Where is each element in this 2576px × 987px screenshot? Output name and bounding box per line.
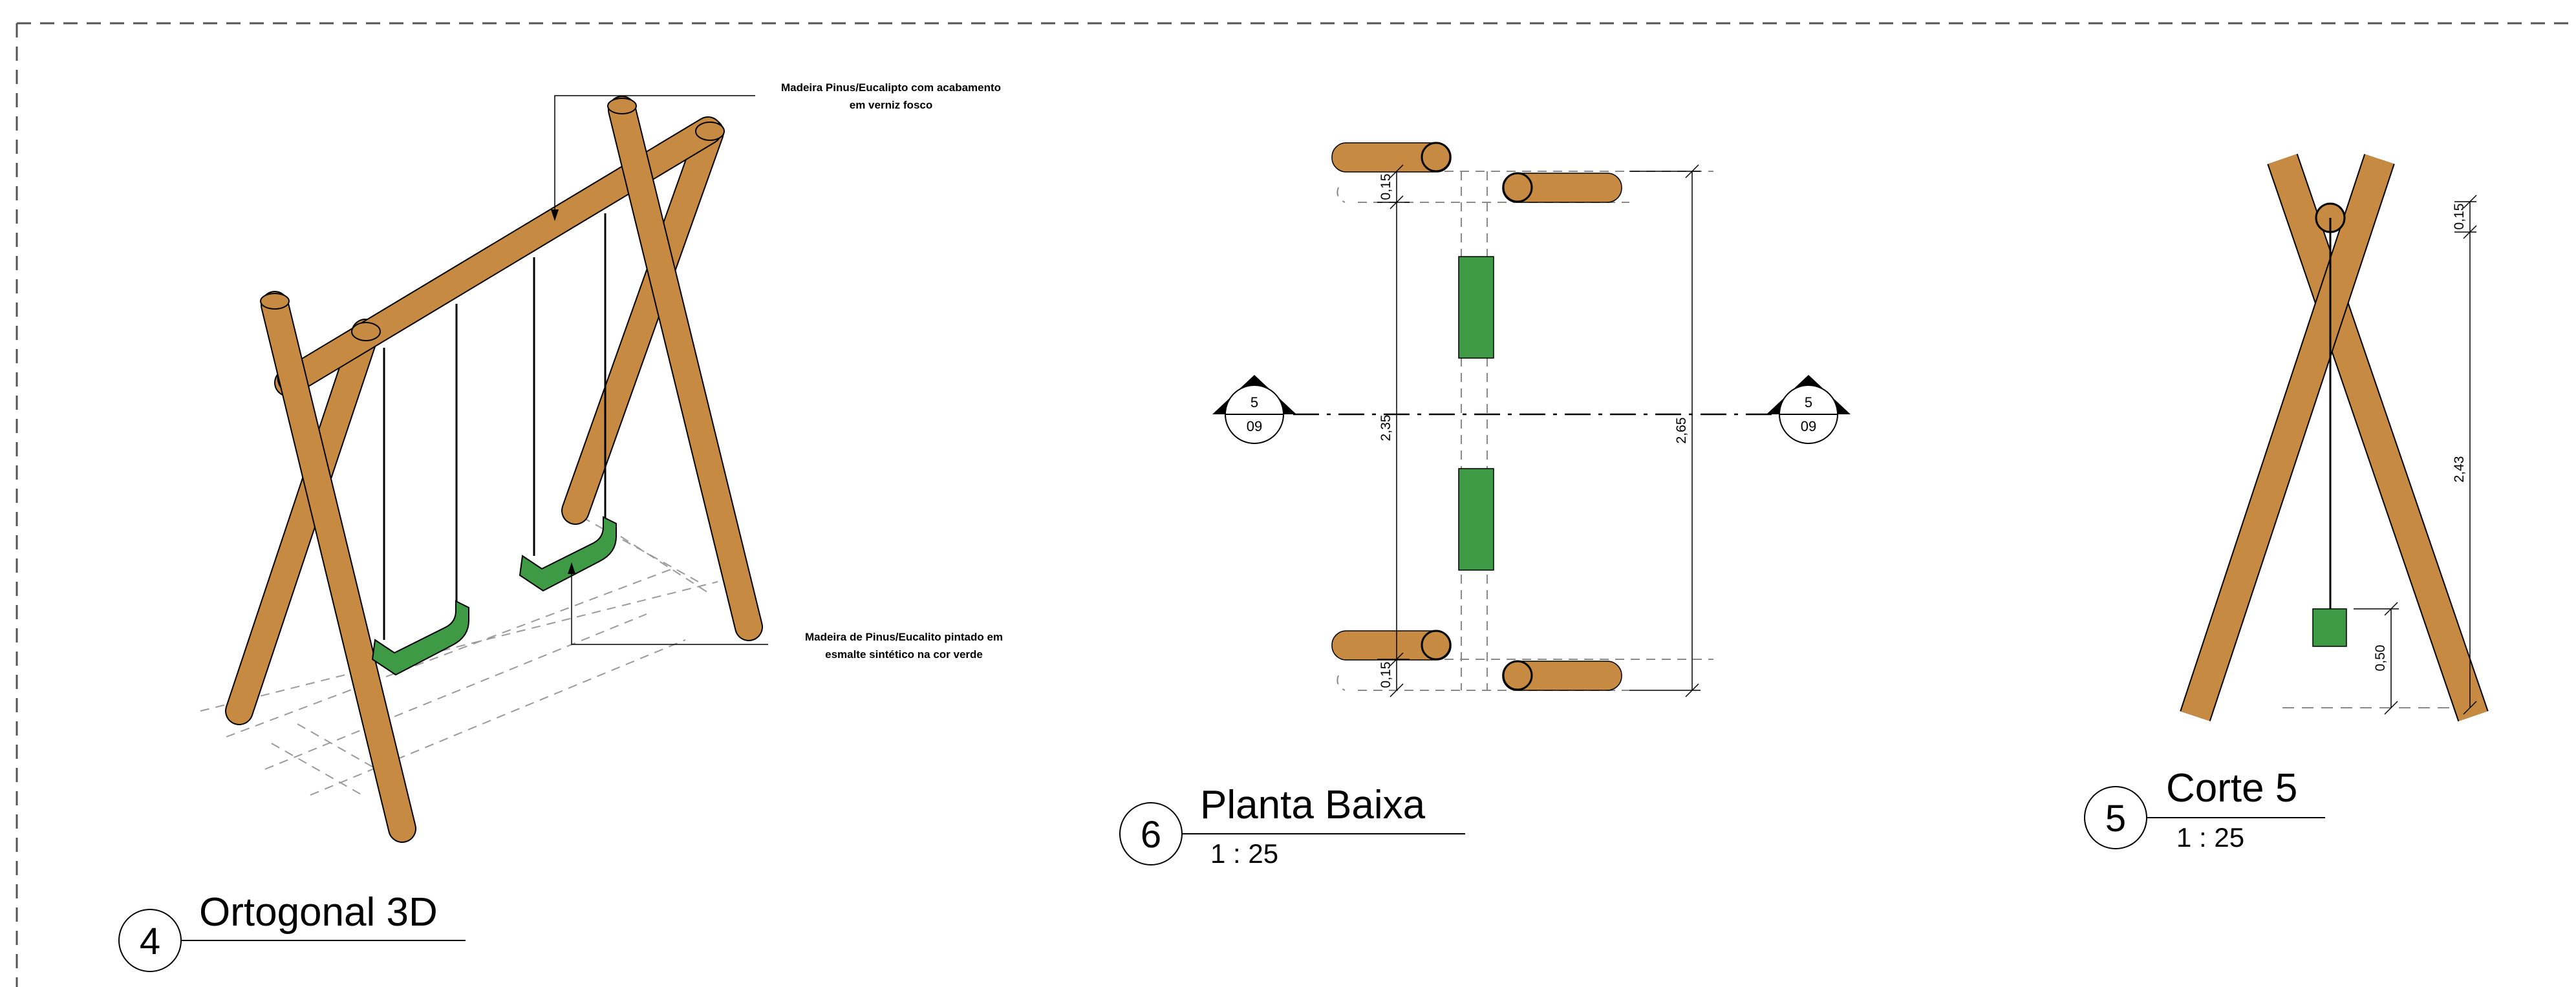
view-title: Planta Baixa [1200,783,1426,827]
view-number: 5 [2105,798,2126,840]
section-dimensions [2354,195,2477,715]
section-seat [2312,608,2347,647]
plan-view: 0,15 2,35 2,65 0,15 5 09 5 09 6 Planta B… [1119,142,1851,869]
seat-note-line1: Madeira de Pinus/Eucalito pintado em [805,631,1003,643]
dim-plan-left: 2,35 [1379,415,1393,441]
view-title-section: 5 Corte 5 1 : 25 [2084,766,2325,853]
view-title: Corte 5 [2166,766,2297,811]
dim-plan-right: 2,65 [1674,418,1689,444]
view-scale: 1 : 25 [2176,822,2244,853]
dim-plan-bottom: 0,15 [1379,662,1393,688]
section-marker-sheet: 09 [1247,418,1262,434]
back-right-leg [561,118,724,525]
note-leaders [554,95,768,645]
view-number: 4 [140,920,160,962]
section-marker-number: 5 [1250,394,1258,410]
dim-section-top: 0,15 [2452,204,2467,230]
swing-seat [519,516,617,592]
plan-post [1502,172,1622,203]
wood-note-line2: em verniz fosco [850,99,933,111]
plan-post [1331,630,1452,661]
sheet-border [16,22,2576,987]
leg-top-cap [695,122,725,141]
leg-top-cap [351,322,381,341]
wood-note-line1: Madeira Pinus/Eucalipto com acabamento [781,81,1001,94]
plan-seat [1458,256,1494,359]
view-number: 6 [1141,814,1161,856]
ortho-3d-view: Madeira Pinus/Eucalipto com acabamento e… [118,81,1003,972]
view-title-plan: 6 Planta Baixa 1 : 25 [1119,783,1465,869]
section-view: 0,15 2,43 0,50 5 Corte 5 1 : 25 [2084,153,2489,853]
view-title: Ortogonal 3D [199,890,438,935]
plan-seat [1458,468,1494,571]
plan-post [1502,660,1622,691]
dim-section-seat: 0,50 [2373,645,2388,672]
section-marker-sheet: 09 [1801,418,1816,434]
dim-plan-top: 0,15 [1379,174,1393,200]
seat-note-line2: esmalte sintético na cor verde [825,648,983,661]
plan-hidden-lines [1336,171,1713,691]
section-marker-right: 5 09 [1766,375,1851,444]
section-marker-left: 5 09 [1212,375,1296,444]
swing-chains [383,213,606,640]
section-leg [2267,153,2489,722]
swing-seat [371,600,469,676]
ground-shadow [200,516,718,796]
leader-arrow [551,209,559,221]
front-right-leg [607,96,763,641]
view-scale: 1 : 25 [1210,838,1278,869]
view-title-ortho: 4 Ortogonal 3D [118,890,466,972]
plan-dimensions [1377,164,1701,697]
front-left-leg [260,291,416,843]
leader-arrow [568,562,575,574]
back-left-leg [225,319,380,725]
plan-post [1331,142,1452,173]
section-marker-number: 5 [1805,394,1812,410]
dim-section-height: 2,43 [2452,456,2467,483]
section-leg [2180,154,2395,721]
